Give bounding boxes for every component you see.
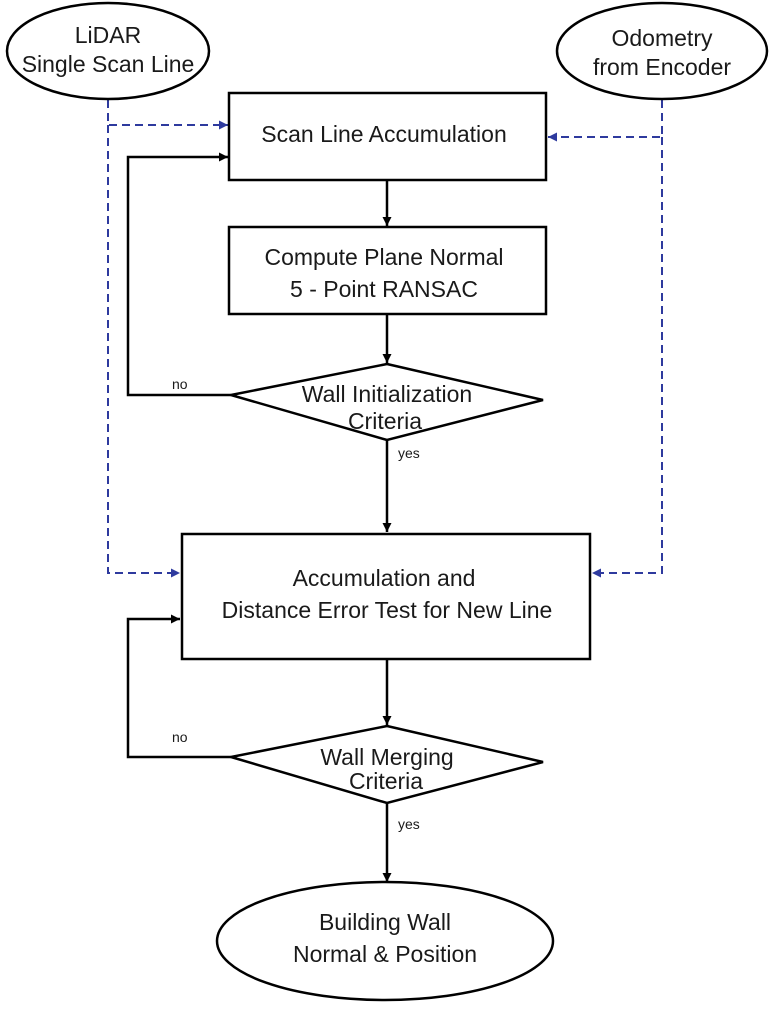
main-connectors bbox=[126, 152, 392, 882]
output-node: Building Wall Normal & Position bbox=[215, 880, 555, 1002]
odometry-node: Odometry from Encoder bbox=[555, 1, 769, 101]
merge-yes-label: yes bbox=[398, 816, 420, 832]
init-no-label: no bbox=[172, 376, 188, 392]
wall-merge-label-line-1: Wall Merging bbox=[320, 744, 453, 770]
plane-normal-label-line-1: Compute Plane Normal bbox=[264, 244, 503, 270]
odometry-to-scan-accumulation-edge bbox=[548, 100, 663, 142]
lidar-label-line-1: LiDAR bbox=[75, 22, 141, 48]
accumulation-test-node: Accumulation and Distance Error Test for… bbox=[180, 532, 592, 661]
scan-accumulation-node: Scan Line Accumulation bbox=[227, 91, 548, 182]
accumulation-test-label-line-2: Distance Error Test for New Line bbox=[222, 597, 553, 623]
wall-init-label-line-2: Criteria bbox=[348, 408, 422, 434]
odometry-to-accumulation-test-edge bbox=[592, 137, 663, 578]
merge-no-label: no bbox=[172, 729, 188, 745]
lidar-to-scan-accumulation-edge bbox=[107, 100, 228, 130]
accumulation-test-label-line-1: Accumulation and bbox=[293, 565, 476, 591]
scan-accumulation-label: Scan Line Accumulation bbox=[261, 121, 507, 147]
output-label-line-1: Building Wall bbox=[319, 909, 451, 935]
merge-no-loop-edge bbox=[126, 614, 231, 759]
wall-init-node: Wall Initialization Criteria bbox=[230, 362, 544, 442]
plane-normal-node: Compute Plane Normal 5 - Point RANSAC bbox=[227, 225, 548, 316]
lidar-label-line-2: Single Scan Line bbox=[22, 51, 195, 77]
output-label-line-2: Normal & Position bbox=[293, 941, 477, 967]
wall-init-label-line-1: Wall Initialization bbox=[302, 381, 472, 407]
plane-normal-label-line-2: 5 - Point RANSAC bbox=[290, 276, 478, 302]
lidar-node: LiDAR Single Scan Line bbox=[5, 1, 211, 101]
init-yes-label: yes bbox=[398, 445, 420, 461]
odometry-label-line-2: from Encoder bbox=[593, 54, 731, 80]
odometry-label-line-1: Odometry bbox=[612, 25, 713, 51]
lidar-to-accumulation-test-edge bbox=[107, 125, 180, 578]
init-no-loop-edge bbox=[126, 152, 231, 397]
wall-merge-node: Wall Merging Criteria bbox=[230, 724, 544, 805]
input-connectors bbox=[107, 100, 663, 578]
wall-merge-label-line-2: Criteria bbox=[349, 768, 423, 794]
